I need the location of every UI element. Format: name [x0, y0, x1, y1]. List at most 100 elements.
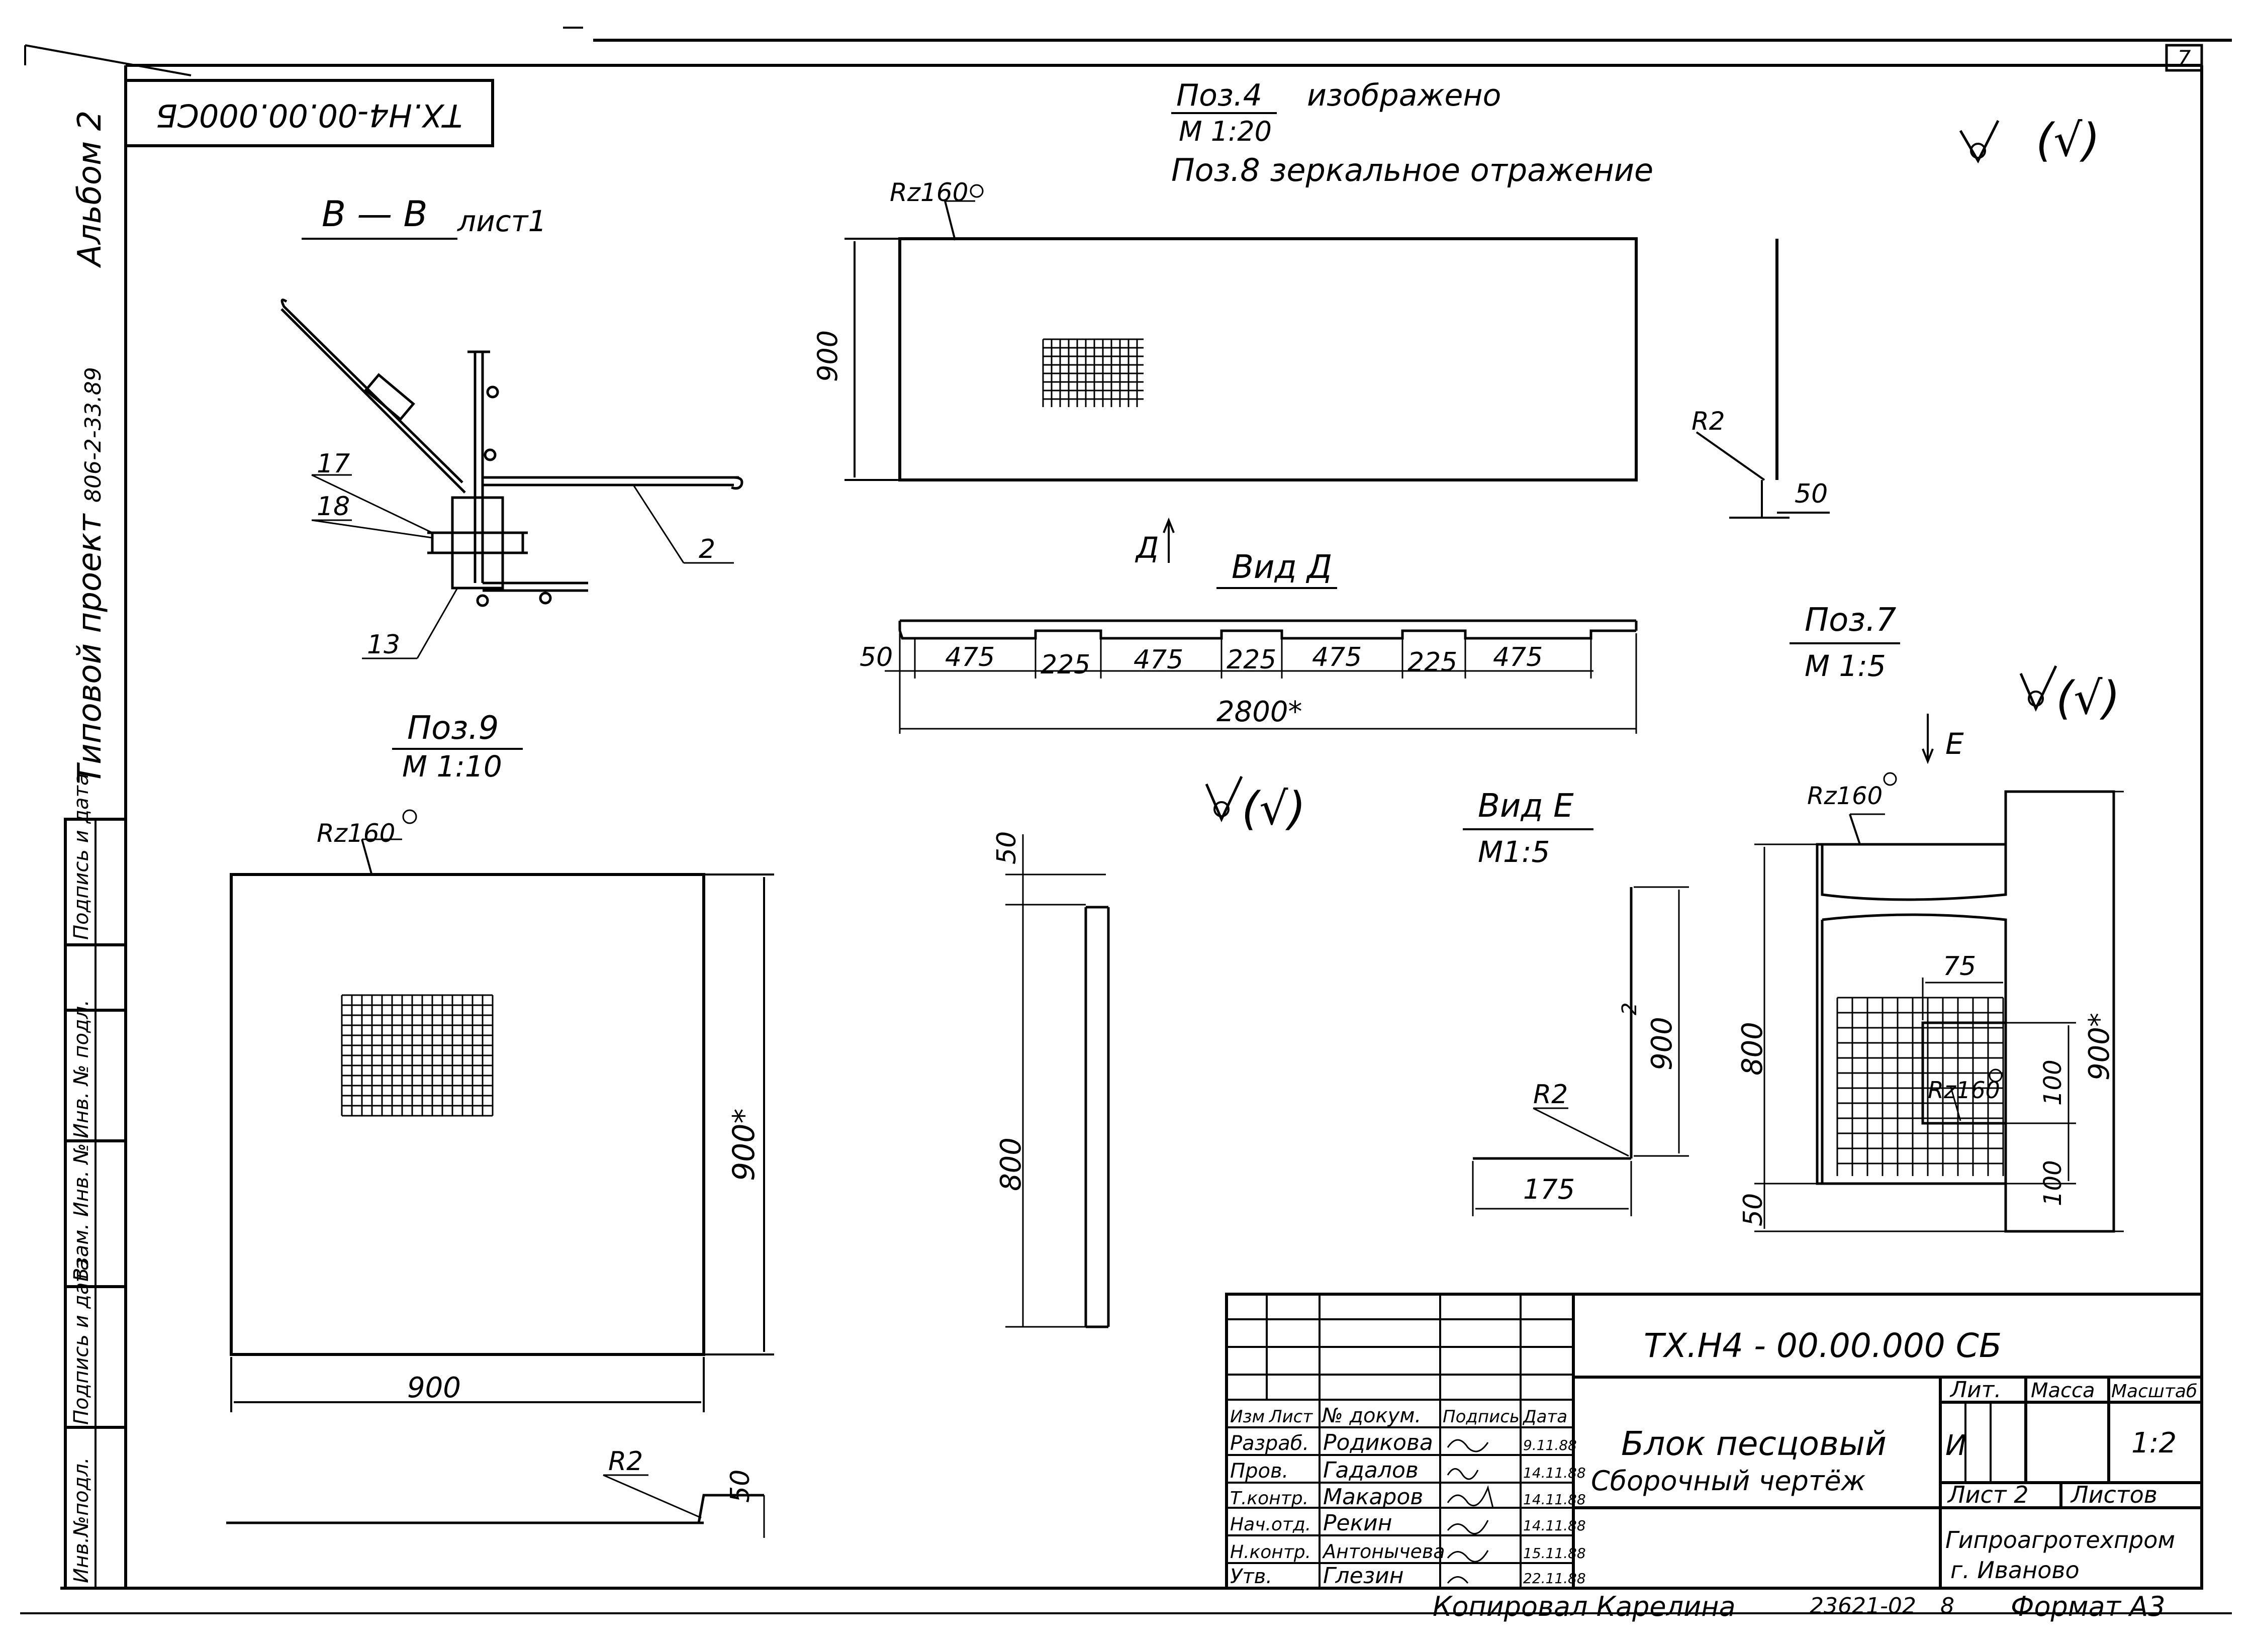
side-profile: 50 800 — [992, 831, 1110, 1328]
roughness-sign-top-text: (√) — [2036, 114, 2100, 167]
pos9-mesh — [341, 994, 494, 1117]
side-label: Типовой проект 806-2-33.89 Альбом 2 — [71, 111, 109, 784]
drawing-frame — [20, 27, 2232, 1614]
view-a-dim-475-1: 475 — [945, 642, 995, 672]
massa-label: Масса — [2031, 1379, 2095, 1402]
pos4-height: 900 — [812, 330, 843, 382]
row-role-5: Утв. — [1230, 1565, 1272, 1588]
signature-marks — [1447, 1439, 1494, 1584]
view-a-dim-50: 50 — [860, 642, 893, 672]
side-profile-top: 50 — [992, 831, 1022, 864]
pos4-scale: М 1:20 — [1179, 116, 1272, 147]
view-a-arrow-label: Д — [1135, 531, 1159, 565]
masshtab-label: Масштаб — [2111, 1381, 2197, 1402]
side-label-project: Типовой проект — [71, 513, 109, 784]
row-date-5: 22.11.88 — [1523, 1570, 1586, 1587]
pos4-rz: Rz160 — [890, 178, 968, 207]
pos9: Поз.9 М 1:10 Rz160 900* 900 R2 50 — [226, 710, 774, 1538]
pos7: Поз.7 М 1:5 Е Rz160 Rz160 — [1736, 602, 2124, 1233]
pos9-width: 900 — [407, 1372, 461, 1404]
view-a-dim-225-1: 225 — [1041, 650, 1090, 680]
row-role-2: Т.контр. — [1230, 1488, 1308, 1509]
pos4-text: изображено — [1307, 78, 1501, 113]
view-e: Вид Е М1:5 900 2 R2 175 — [1463, 788, 1689, 1216]
pos7-arrow-label: Е — [1945, 727, 1964, 761]
side-label-project-no: 806-2-33.89 — [80, 367, 106, 503]
pos9-rz: Rz160 — [317, 819, 395, 848]
row-date-0: 9.11.88 — [1523, 1437, 1577, 1453]
row-name-3: Рекин — [1323, 1510, 1392, 1536]
pos4-title: Поз.4 — [1176, 78, 1262, 113]
pos7-total: 900* — [2083, 1013, 2116, 1081]
footer-format: Формат А3 — [2011, 1591, 2166, 1622]
scale-value: 1:2 — [2131, 1427, 2177, 1460]
pos9-scale: М 1:10 — [402, 749, 502, 784]
callout-2: 2 — [699, 534, 715, 564]
pos8-text: Поз.8 зеркальное отражение — [1171, 152, 1653, 188]
stamp-cell-2: Подпись и дата — [70, 1258, 93, 1425]
lit-value: И — [1945, 1429, 1966, 1462]
org-line-2: г. Иваново — [1950, 1557, 2080, 1584]
roughness-sign-right-text: (√) — [2056, 672, 2120, 725]
pos7-rz-2: Rz160 — [1928, 1077, 2000, 1104]
hdr-list: Лист — [1268, 1407, 1313, 1427]
view-a: Д Вид Д 50 475 225 475 225 — [860, 517, 1638, 734]
view-a-title: Вид Д — [1232, 549, 1332, 586]
pos7-rz: Rz160 — [1807, 782, 1883, 810]
lit-label: Лит. — [1949, 1377, 2001, 1403]
section-bb: В — В лист1 — [280, 193, 743, 660]
hdr-date: Дата — [1522, 1407, 1567, 1427]
row-role-4: Н.контр. — [1230, 1542, 1311, 1563]
title-name-1: Блок песцовый — [1621, 1424, 1887, 1463]
row-name-5: Глезин — [1323, 1563, 1403, 1589]
pos7-h100b: 100 — [2039, 1160, 2067, 1206]
row-name-4: Антонычева — [1322, 1540, 1445, 1563]
pos9-height: 900* — [726, 1108, 762, 1181]
stamp-cell-5: Подпись и дата — [70, 773, 93, 940]
roughness-sign-top: (√) — [1959, 114, 2100, 167]
view-e-r: R2 — [1533, 1080, 1568, 1110]
list-label: Лист 2 — [1947, 1481, 2028, 1508]
view-a-dim-475-3: 475 — [1312, 642, 1362, 672]
sheet-number: 7 — [2178, 46, 2191, 70]
org-line-1: Гипроагротехпром — [1945, 1526, 2175, 1553]
callout-17: 17 — [317, 449, 350, 479]
view-a-overall: 2800* — [1216, 696, 1302, 728]
left-stamp-labels: Инв.№подл. Подпись и дата Взам. Инв. № И… — [70, 773, 93, 1583]
view-e-flange: 175 — [1523, 1174, 1575, 1205]
row-name-1: Гадалов — [1323, 1457, 1419, 1483]
row-name-2: Макаров — [1323, 1484, 1423, 1510]
pos9-flange: 50 — [725, 1470, 756, 1503]
pos7-title: Поз.7 — [1805, 602, 1897, 639]
roughness-sign-right: (√) — [2019, 665, 2120, 725]
footer-copied: Копировал Карелина — [1433, 1591, 1736, 1622]
pos4-r: R2 — [1692, 407, 1725, 436]
pos9-title: Поз.9 — [407, 710, 499, 747]
pos4-flange: 50 — [1795, 479, 1828, 509]
footer: Копировал Карелина 23621-02 8 Формат А3 — [1433, 1591, 2166, 1622]
title-block: ТХ.Н4 - 00.00.000 СБ Блок песцовый Сборо… — [1225, 1293, 2203, 1590]
row-date-4: 15.11.88 — [1523, 1545, 1586, 1562]
hdr-sign: Подпись — [1443, 1407, 1520, 1427]
top-notes: Поз.4 М 1:20 изображено Поз.8 зеркальное… — [1171, 78, 1653, 188]
listov-label: Листов — [2070, 1481, 2157, 1508]
view-e-gap: 2 — [1618, 1003, 1641, 1015]
rotated-code-box: ТХ.Н4-00.00.000СБ — [124, 79, 494, 147]
left-stamp — [64, 818, 127, 1590]
view-e-scale: М1:5 — [1478, 835, 1550, 869]
stamp-cell-3: Взам. Инв. № — [70, 1143, 93, 1282]
pos7-mesh — [1836, 997, 2004, 1176]
view-e-height: 900 — [1646, 1017, 1678, 1071]
row-date-1: 14.11.88 — [1523, 1465, 1586, 1481]
pos7-scale: М 1:5 — [1805, 649, 1886, 683]
row-role-0: Разраб. — [1230, 1432, 1309, 1455]
view-a-dim-475-2: 475 — [1134, 645, 1183, 675]
view-a-dim-225-2: 225 — [1227, 645, 1276, 675]
callout-13: 13 — [367, 630, 400, 660]
section-bb-title: В — В — [322, 193, 428, 235]
section-bb-sheet-ref: лист1 — [457, 204, 546, 238]
rotated-code: ТХ.Н4-00.00.000СБ — [156, 97, 462, 134]
footer-num: 8 — [1940, 1593, 1954, 1619]
view-a-dim-225-3: 225 — [1407, 647, 1457, 677]
